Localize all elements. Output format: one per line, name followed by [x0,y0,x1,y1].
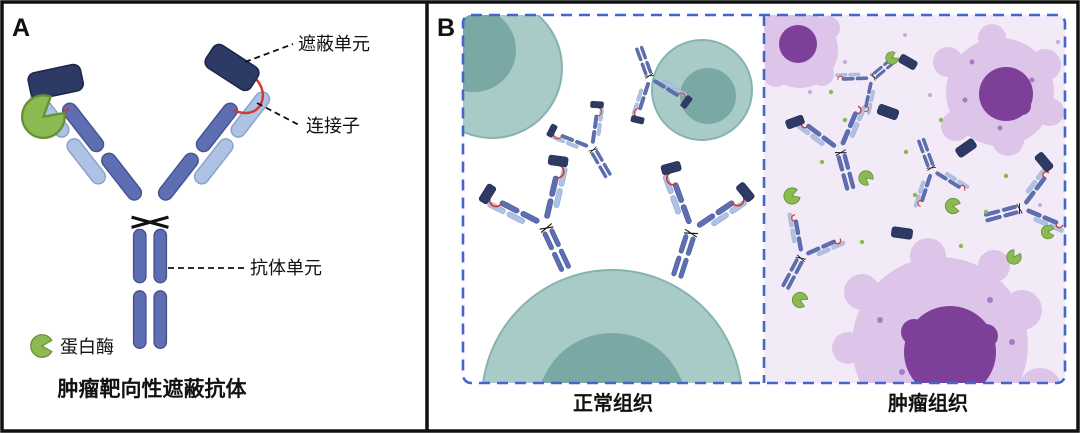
tumor-tissue-caption: 肿瘤组织 [888,391,968,415]
normal-tissue-caption: 正常组织 [573,391,653,415]
normal-cell [463,15,563,139]
label-masking-unit: 遮蔽单元 [298,34,370,54]
label-antibody-unit: 抗体单元 [250,258,322,278]
tumor-cell [832,238,1062,383]
normal-cell [651,39,753,141]
panel-b-label: B [437,14,455,42]
masked-antibody-diagram [12,40,274,350]
panel-b: B [437,13,1068,415]
leader-line-masking-unit [244,43,294,63]
protease-fragments [819,89,1009,249]
normal-tissue-region [463,15,759,383]
panel-a-caption: 肿瘤靶向性遮蔽抗体 [58,377,248,401]
leader-line-linker [256,102,302,127]
tumor-cell [933,24,1064,156]
panel-a-label: A [12,14,30,42]
label-protease: 蛋白酶 [60,337,114,357]
normal-cell [481,269,743,383]
tumor-tissue-region [764,15,1068,383]
label-linker: 连接子 [306,116,360,136]
tumor-cell [764,15,840,88]
panel-a: A 遮蔽单元 连接子 抗体单元 蛋白酶 肿瘤靶向性遮蔽抗体 [12,14,370,401]
